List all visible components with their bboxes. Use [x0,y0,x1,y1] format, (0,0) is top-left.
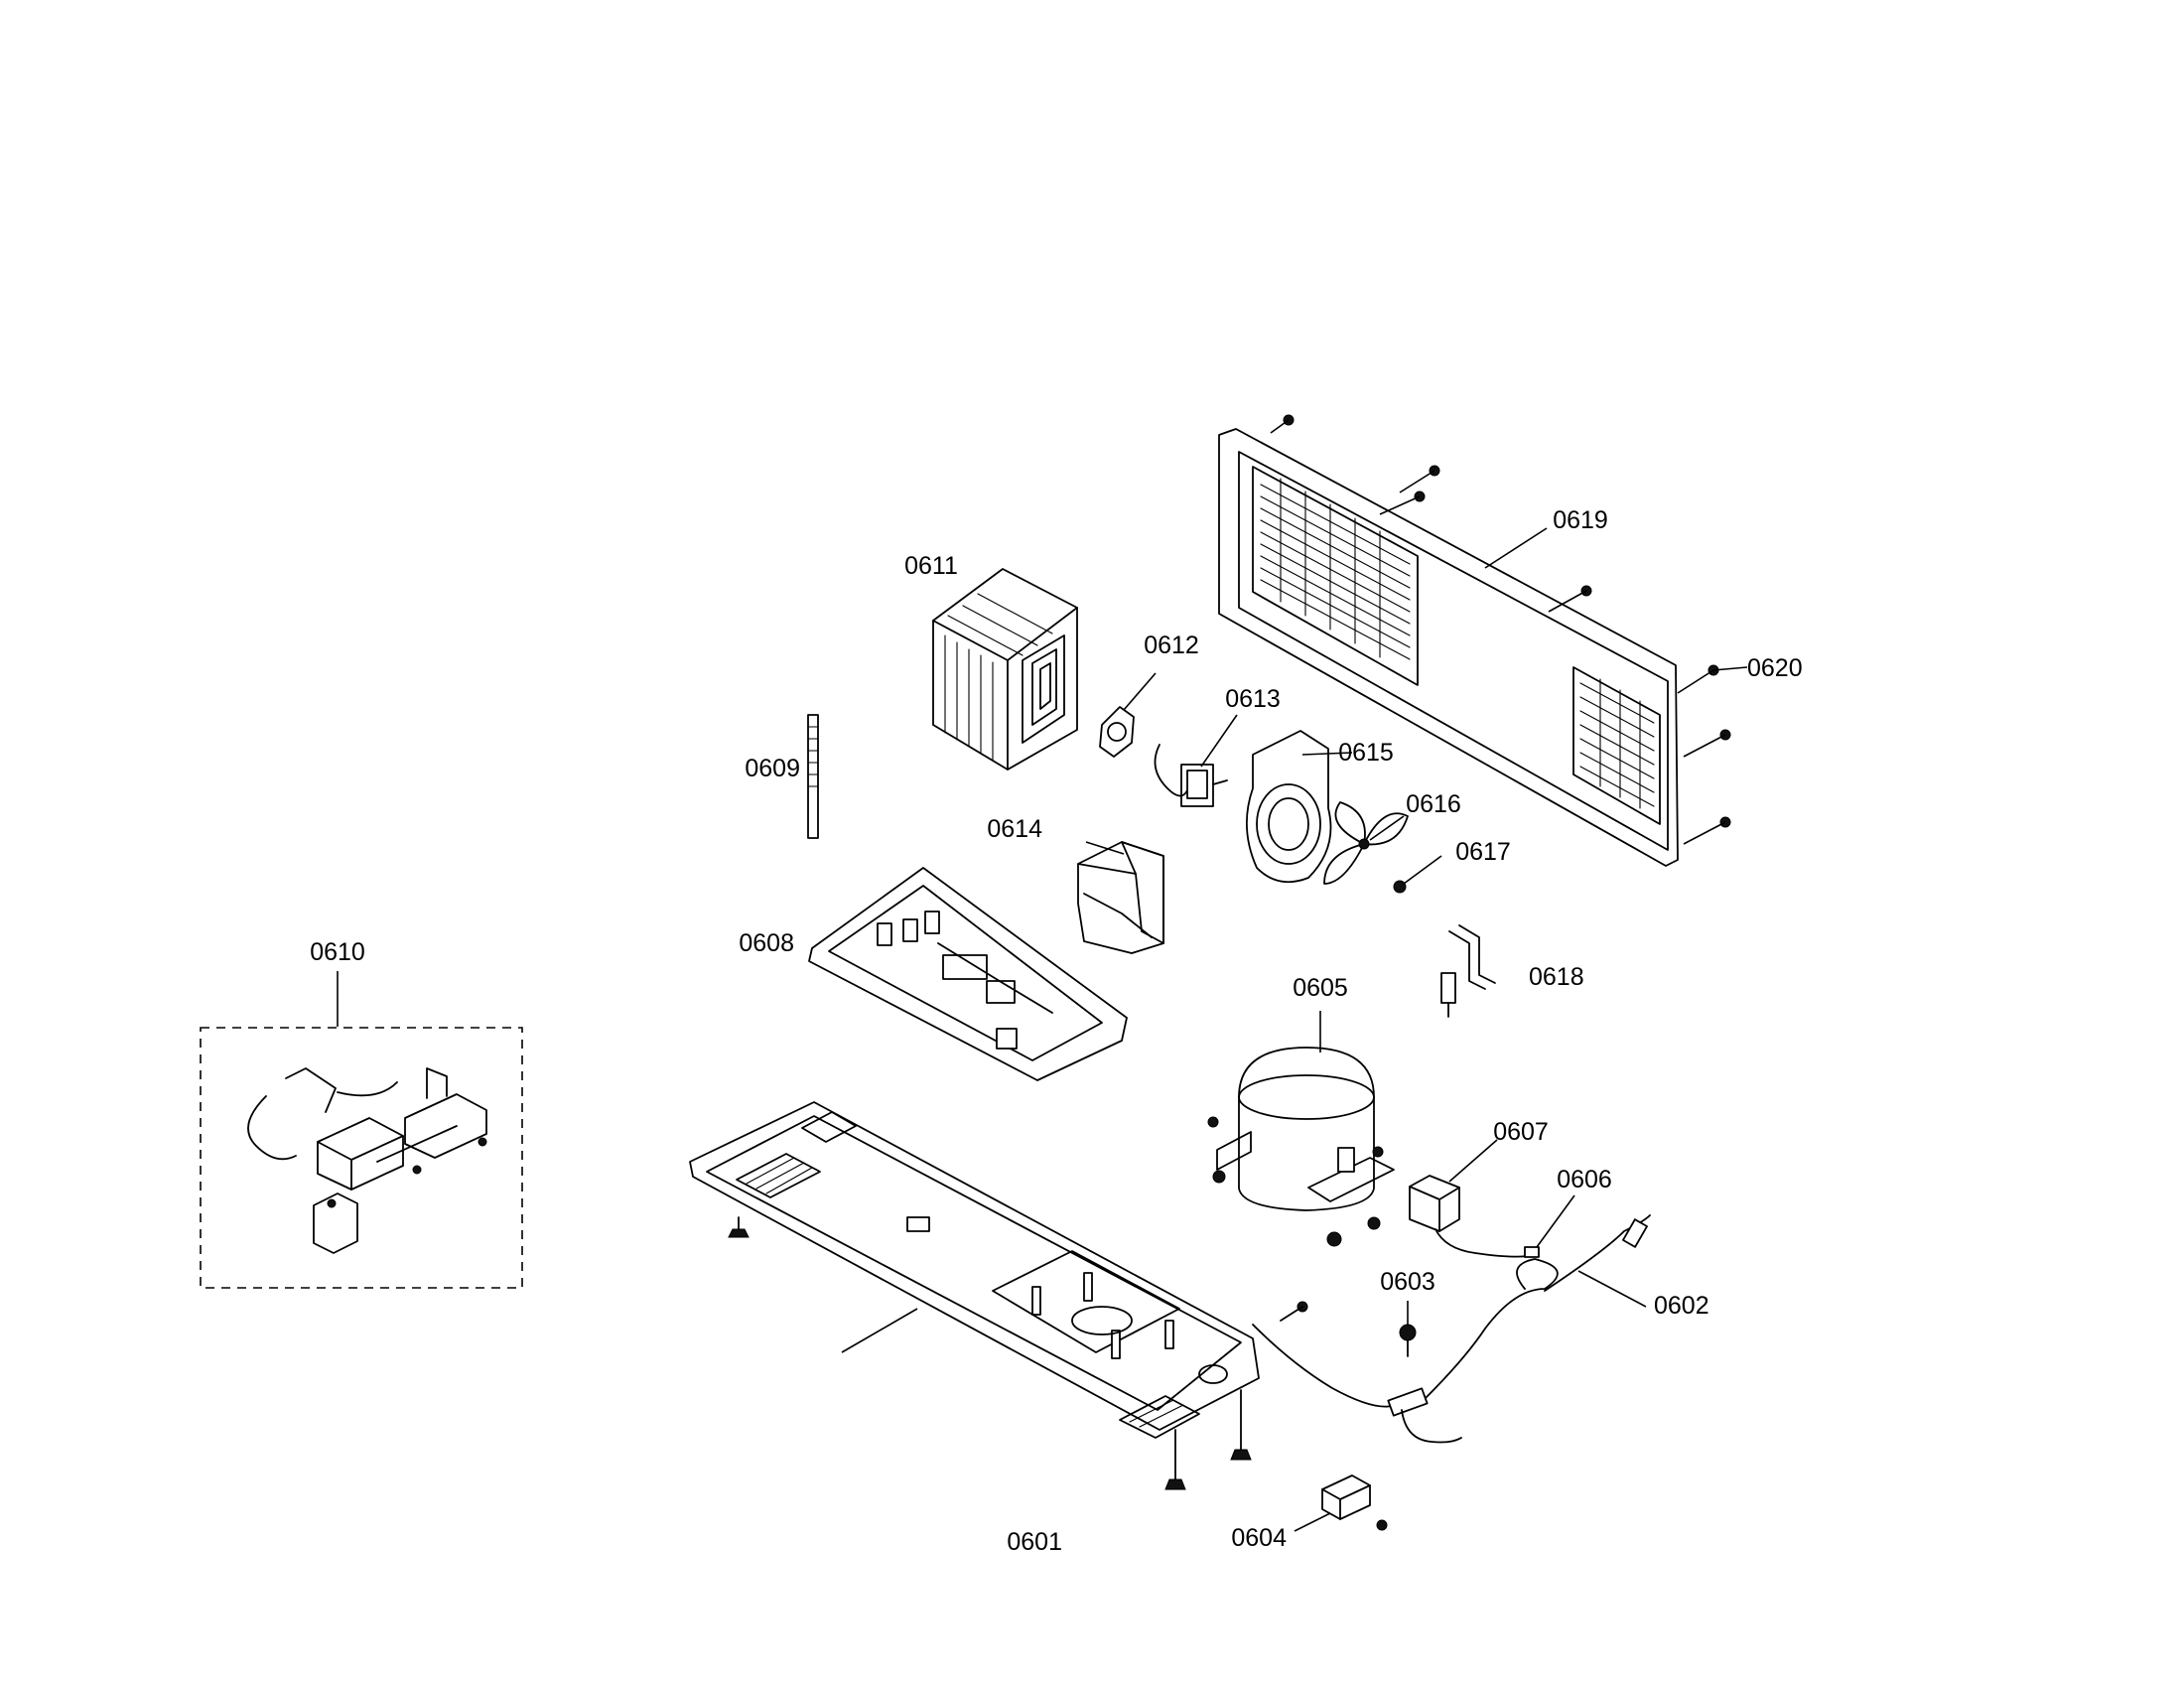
panel-screws-drawing [1270,414,1731,845]
condenser-coil-drawing [932,568,1078,771]
drain-tube-drawing [807,714,819,839]
fan-nut-drawing [1393,880,1407,894]
label-0610: 0610 [310,938,365,966]
base-plate-screws-drawing [728,1216,1308,1490]
label-0615: 0615 [1338,739,1394,767]
drain-pan-drawing [808,867,1128,1081]
label-0607: 0607 [1493,1118,1549,1146]
capacitor-drawing [1321,1474,1388,1531]
water-valve-assembly-drawing [200,1027,523,1289]
label-0609: 0609 [745,755,800,782]
overload-relay-drawing [1409,1175,1460,1232]
fan-shroud-drawing [1246,730,1332,884]
compressor-drawing [1207,1047,1395,1247]
leader-lines [337,527,1748,1532]
label-0620: 0620 [1747,654,1803,682]
label-0608: 0608 [739,929,794,957]
label-0602: 0602 [1654,1292,1709,1320]
fan-motor-drawing [1154,744,1228,807]
label-0601: 0601 [1007,1528,1062,1556]
label-0613: 0613 [1225,685,1281,713]
fan-blade-drawing [1323,801,1409,885]
relay-wire-drawing [1434,1228,1540,1258]
air-duct-drawing [1077,841,1164,954]
rear-access-panel-drawing [1218,414,1731,867]
cord-screw-drawing [1399,1324,1417,1357]
label-0619: 0619 [1553,506,1608,534]
label-0616: 0616 [1406,790,1461,818]
label-0618: 0618 [1529,963,1584,991]
label-0614: 0614 [987,815,1042,843]
label-0604: 0604 [1231,1524,1287,1552]
label-0606: 0606 [1557,1166,1612,1193]
power-cord-drawing [1252,1214,1651,1444]
label-0605: 0605 [1293,974,1348,1002]
fan-gasket-drawing [1099,706,1135,758]
label-0603: 0603 [1380,1268,1435,1296]
label-0617: 0617 [1455,838,1511,866]
base-plate-drawing [689,1101,1260,1439]
label-0611: 0611 [904,552,958,580]
part-labels: 0601 0602 0603 0604 0605 0606 0607 0608 … [310,506,1802,1556]
temperature-sensor-drawing [1440,924,1496,1018]
label-0612: 0612 [1144,632,1199,659]
